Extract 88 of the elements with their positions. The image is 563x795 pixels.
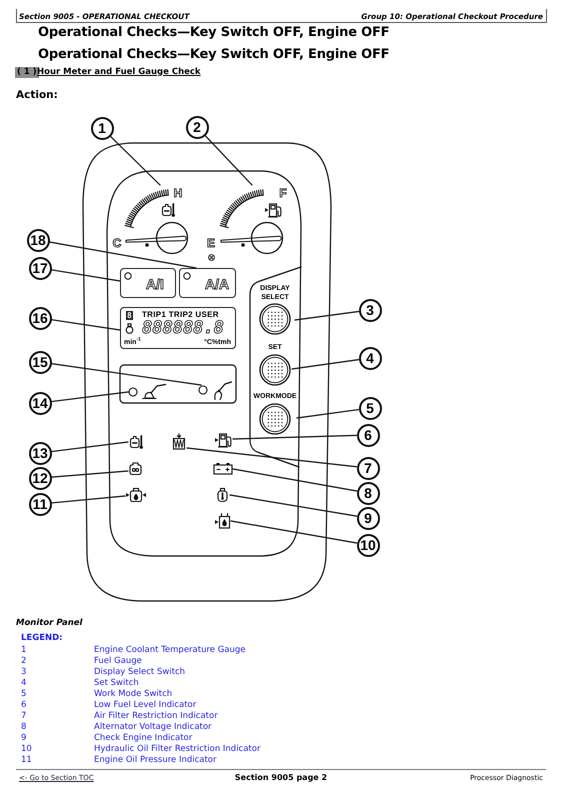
- callout-number: 14: [28, 392, 52, 414]
- callout-number: 5: [358, 396, 382, 420]
- digit-readout: 888888.8: [142, 319, 224, 338]
- leader-line: [294, 310, 360, 321]
- callout-number: 16: [28, 306, 52, 330]
- leader-line: [230, 520, 358, 544]
- indicator-lamp: [128, 387, 138, 397]
- section-heading: Action:: [16, 88, 58, 102]
- display-mode-text: TRIP1 TRIP2 USER: [142, 310, 219, 320]
- leader-line: [110, 135, 161, 186]
- leader-line: [186, 447, 358, 468]
- page-title: Operational Checks—Key Switch OFF, Engine OFF: [38, 25, 390, 41]
- step-heading: Hour Meter and Fuel Gauge Check: [37, 66, 201, 78]
- callout-number: 4: [358, 346, 382, 370]
- gauge-scale-letter: C: [112, 236, 122, 250]
- legend-number: 3: [21, 666, 26, 678]
- callout-number: 12: [28, 466, 52, 490]
- air-filter-icon: [171, 433, 187, 450]
- leader-line: [229, 494, 358, 517]
- leader-line: [232, 434, 358, 440]
- leader-line: [296, 408, 360, 419]
- leader-line: [50, 269, 121, 282]
- legend-number: 7: [21, 710, 26, 722]
- leader-line: [50, 363, 202, 386]
- legend-description: Fuel Gauge: [94, 656, 142, 666]
- callout-number: 13: [28, 442, 52, 464]
- figure-caption: Monitor Panel: [16, 618, 82, 628]
- leader-line: [291, 359, 360, 370]
- step-number: ( 1 ): [15, 66, 39, 78]
- page-number: Section 9005 page 2: [234, 773, 328, 783]
- callout-number: 18: [26, 228, 50, 252]
- mode-label: A/A: [205, 276, 230, 292]
- page-title: Operational Checks—Key Switch OFF, Engine OFF: [38, 47, 390, 63]
- legend-description: Check Engine Indicator: [94, 732, 192, 744]
- thermometer-icon: [215, 487, 230, 503]
- callout-number: 2: [186, 116, 208, 138]
- engine-icon: [128, 461, 143, 476]
- legend-description: Set Switch: [94, 678, 139, 688]
- legend-description: Low Fuel Level Indicator: [94, 700, 196, 710]
- legend-description: Engine Oil Pressure Indicator: [94, 754, 217, 766]
- legend-number: 9: [21, 732, 26, 744]
- legend-heading: LEGEND:: [21, 632, 63, 644]
- mode-panel: [120, 268, 176, 298]
- leader-line: [50, 319, 121, 331]
- legend-description: Hydraulic Oil Filter Restriction Indicator: [94, 744, 260, 754]
- leader-line: [48, 241, 197, 269]
- legend-description: Work Mode Switch: [94, 688, 172, 700]
- mode-panel: [179, 268, 236, 298]
- gauge-scale-letter: E: [207, 236, 215, 250]
- legend-number: 2: [21, 656, 26, 666]
- legend-description: Engine Coolant Temperature Gauge: [94, 644, 246, 656]
- legend-description: Display Select Switch: [94, 666, 186, 678]
- callout-number: 10: [356, 534, 380, 556]
- lcd-display: [120, 307, 236, 349]
- leader-line: [204, 134, 253, 186]
- callout-number: 3: [358, 298, 382, 322]
- legend-number: 1: [21, 644, 26, 656]
- callout-number: 17: [28, 256, 52, 280]
- callout-number: 1: [90, 116, 114, 140]
- callout-number: 15: [28, 350, 52, 374]
- leader-line: [50, 391, 129, 402]
- gauge-scale-letter: F: [279, 186, 287, 200]
- legend-number: 6: [21, 700, 26, 710]
- indicator-lamp: [198, 385, 208, 395]
- filter-drop-icon: [214, 512, 231, 529]
- battery-icon: [213, 462, 233, 475]
- legend-number: 5: [21, 688, 26, 700]
- oil-drop-engine-icon: [125, 487, 147, 503]
- fuel-pump-icon: [214, 432, 233, 448]
- callout-number: 9: [356, 506, 380, 530]
- engine-temperature-icon: [128, 434, 144, 450]
- legend-number: 10: [21, 744, 32, 754]
- callout-number: 6: [356, 424, 380, 446]
- leader-line: [50, 470, 129, 478]
- gauge-scale-letter: H: [174, 186, 182, 200]
- legend-number: 11: [21, 754, 32, 766]
- leader-line: [232, 468, 358, 492]
- callout-number: 7: [356, 456, 380, 480]
- legend-description: Air Filter Restriction Indicator: [94, 710, 218, 722]
- segment-digit: 8: [126, 311, 133, 320]
- leader-line: [50, 441, 129, 452]
- legend-description: Alternator Voltage Indicator: [94, 722, 212, 732]
- legend-number: 4: [21, 678, 26, 688]
- leader-line: [50, 495, 126, 504]
- mode-label: A/I: [146, 276, 164, 292]
- legend-number: 8: [21, 722, 26, 732]
- callout-number: 11: [28, 492, 52, 516]
- callout-number: 8: [356, 482, 380, 504]
